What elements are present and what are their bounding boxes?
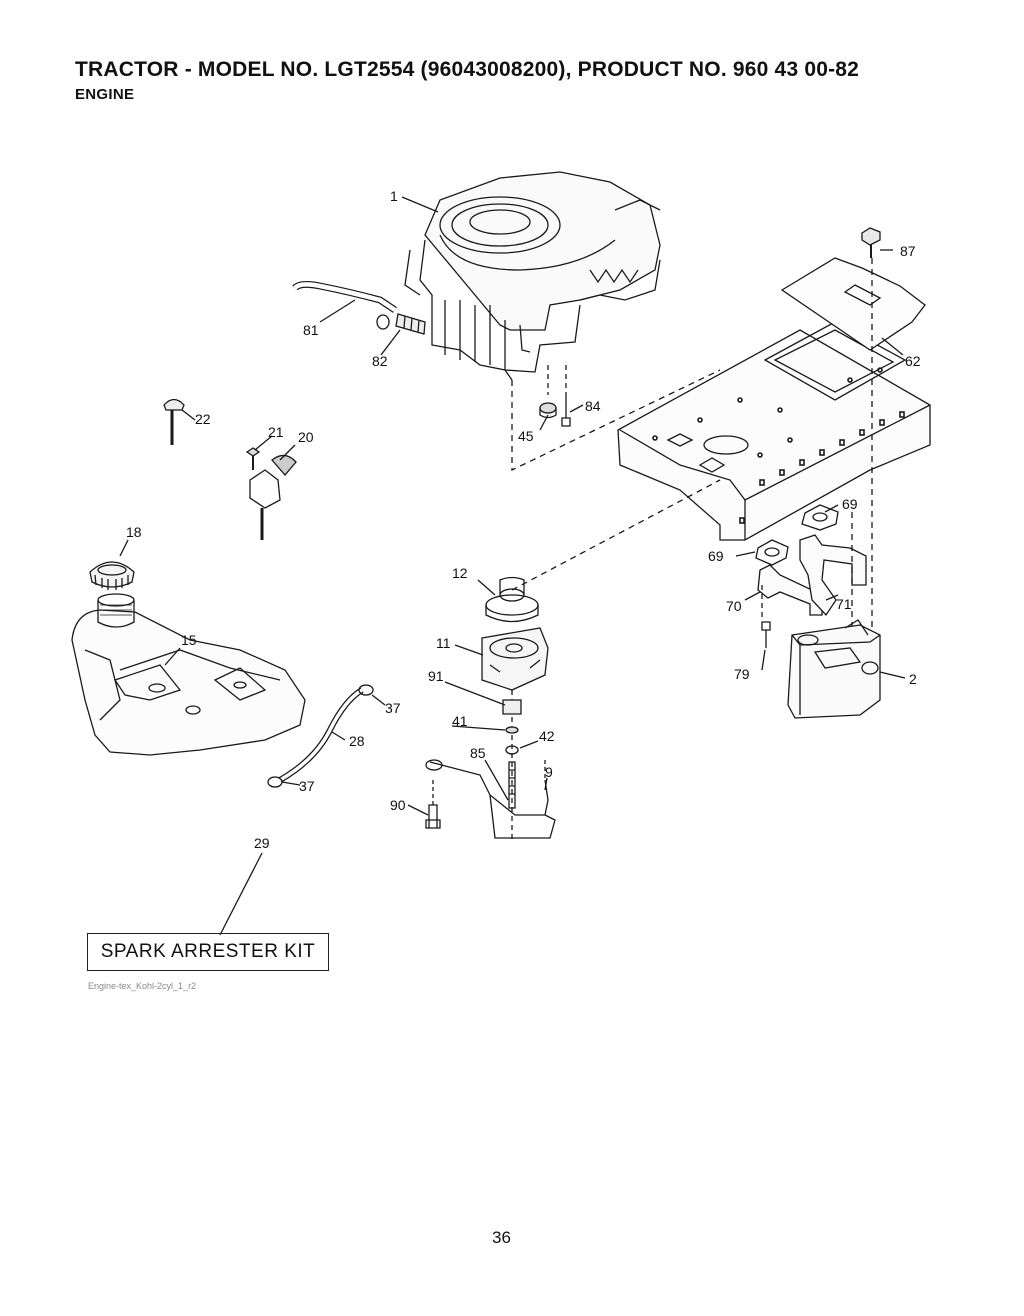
callout-29: 29 <box>254 835 270 851</box>
exhaust-pipe-70 <box>757 564 823 616</box>
callout-2: 2 <box>909 671 917 687</box>
callout-37: 37 <box>299 778 315 794</box>
callout-45: 45 <box>518 428 534 444</box>
heat-shield-plate <box>780 257 926 351</box>
callout-1: 1 <box>390 188 398 204</box>
callout-42: 42 <box>539 728 555 744</box>
callout-20: 20 <box>298 429 314 445</box>
callout-21: 21 <box>268 424 284 440</box>
callout-12: 12 <box>452 565 468 581</box>
bolt-87 <box>861 227 881 258</box>
gasket-69b <box>755 539 789 566</box>
callout-9: 9 <box>545 764 553 780</box>
callout-87: 87 <box>900 243 916 259</box>
callout-22: 22 <box>195 411 211 427</box>
callout-69: 69 <box>708 548 724 564</box>
clutch-11 <box>481 627 549 691</box>
bolt-90 <box>425 804 441 829</box>
callout-82: 82 <box>372 353 388 369</box>
spark-arrester-kit-box: SPARK ARRESTER KIT <box>87 933 329 971</box>
callout-18: 18 <box>126 524 142 540</box>
bracket-9 <box>429 761 556 839</box>
callout-41: 41 <box>452 713 468 729</box>
stud-22 <box>163 398 185 445</box>
callout-81: 81 <box>303 322 319 338</box>
callout-84: 84 <box>585 398 601 414</box>
page-number: 36 <box>492 1228 511 1247</box>
bolt-79 <box>761 621 771 648</box>
callout-28: 28 <box>349 733 365 749</box>
callout-90: 90 <box>390 797 406 813</box>
gasket-69a <box>801 504 839 531</box>
callout-79: 79 <box>734 666 750 682</box>
exhaust-pipe-71 <box>799 534 867 617</box>
callout-70: 70 <box>726 598 742 614</box>
callout-62: 62 <box>905 353 921 369</box>
page-subtitle: ENGINE <box>75 86 135 103</box>
callout-91: 91 <box>428 668 444 684</box>
fuel-fitting <box>395 313 426 335</box>
fuel-tank-drawing <box>71 609 306 756</box>
callout-85: 85 <box>470 745 486 761</box>
page-title: TRACTOR - MODEL NO. LGT2554 (96043008200… <box>75 58 860 81</box>
valve-bracket-20 <box>249 454 297 540</box>
callout-15: 15 <box>181 632 197 648</box>
frame-plate-drawing <box>617 321 931 541</box>
file-reference: Engine-tex_Kohl-2cyl_1_r2 <box>88 981 197 991</box>
pulley-12 <box>485 576 539 623</box>
callout-69: 69 <box>842 496 858 512</box>
fuel-cap-18 <box>89 561 135 590</box>
callout-71: 71 <box>836 596 852 612</box>
muffler-drawing <box>787 619 881 719</box>
callout-labels: 1 87 62 81 82 84 45 22 21 20 18 69 69 12 70 71 15 11 79 2 91… <box>126 188 921 851</box>
engine-drawing <box>404 171 661 381</box>
callout-11: 11 <box>436 635 451 651</box>
callout-37: 37 <box>385 700 401 716</box>
